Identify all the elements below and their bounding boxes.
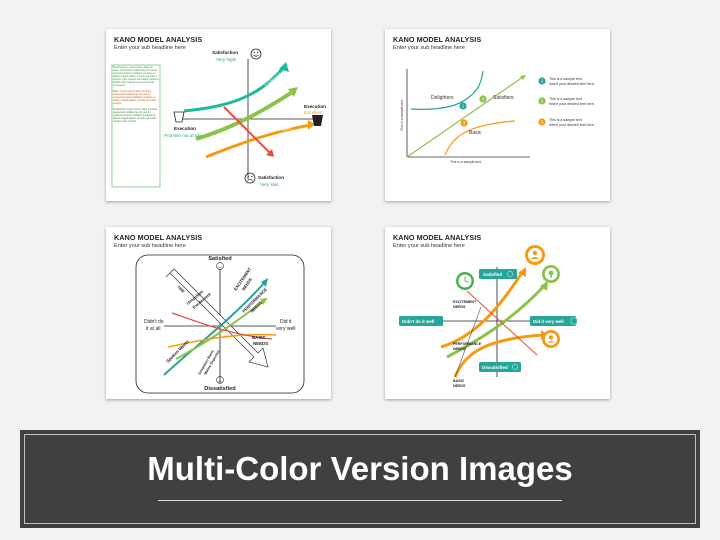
satisfaction-bottom-value: Very low! — [260, 182, 279, 187]
empty-glass-icon — [173, 111, 185, 123]
slide-subtitle: Enter your sub headline here — [114, 243, 186, 249]
sad-face-icon — [216, 376, 224, 384]
satisfaction-bottom-label: Satisfaction — [258, 175, 284, 180]
slide-title: KANO MODEL ANALYSIS — [393, 233, 482, 242]
side-text-basic: Basic: Lorem ipsum dolor sit amet, conse… — [113, 90, 157, 105]
idea-head-icon — [542, 265, 560, 283]
excitement-needs-label-2: NEEDS — [453, 305, 466, 309]
svg-text:Satisfied: Satisfied — [483, 272, 502, 277]
svg-text:Insert your desired text here.: Insert your desired text here. — [549, 82, 595, 86]
marker-3: 3 — [463, 121, 466, 126]
excitement-needs-label: EXCITEMENT — [453, 300, 477, 304]
execution-right-value: Excellent — [304, 110, 323, 115]
slide-title: KANO MODEL ANALYSIS — [393, 35, 482, 44]
svg-text:2: 2 — [541, 99, 544, 104]
marker-1: 1 — [462, 104, 465, 109]
x-axis-label: This is a sample text. — [450, 160, 482, 164]
basic-label: Basic — [469, 130, 482, 136]
didnt-do-label: Didn't do — [144, 319, 164, 325]
kano-diagram-4: Satisfied Dissatisfied Didn't do it well… — [399, 245, 578, 388]
svg-text:1: 1 — [541, 79, 544, 84]
banner-frame — [24, 434, 696, 524]
basic-needs-label: BASIC — [453, 379, 465, 383]
marker-2: 2 — [482, 97, 485, 102]
sad-face-icon — [244, 172, 256, 184]
arrow-label-basic: Basic — [281, 125, 292, 132]
svg-text:This is a sample text.: This is a sample text. — [549, 118, 583, 122]
slide-title: KANO MODEL ANALYSIS — [114, 233, 203, 242]
dissatisfied-badge: Dissatisfied — [479, 362, 521, 372]
time-label: TIME — [176, 285, 185, 294]
user-settings-icon — [542, 330, 560, 348]
slide-thumbnail-4[interactable]: KANO MODEL ANALYSIS Enter your sub headl… — [385, 227, 610, 399]
didnt-do-badge: Didn't do it well — [399, 316, 443, 326]
kano-diagram-3: Satisfied Dissatisfied Didn't do it at a… — [135, 254, 305, 394]
legend-item-1: 1 This is a sample text. Insert your des… — [538, 77, 595, 86]
happy-face-icon — [250, 48, 262, 60]
dissatisfied-label: Dissatisfied — [204, 386, 236, 392]
performance-needs-label: PERFORMANCE — [453, 342, 482, 346]
arrow-label-excitement: Excitement — [263, 71, 282, 88]
slide-subtitle: Enter your sub headline here — [393, 243, 465, 249]
full-glass-icon — [312, 115, 323, 126]
execution-right-label: Execution — [304, 104, 326, 109]
satisfaction-top-value: Very high! — [216, 57, 236, 62]
slide-title: KANO MODEL ANALYSIS — [114, 35, 203, 44]
satisfied-badge: Satisfied — [479, 269, 517, 279]
didnt-do-label-2: it at all — [146, 326, 160, 332]
legend-item-3: 3 This is a sample text. Insert your des… — [538, 118, 595, 127]
basic-needs-label-2: NEEDS — [453, 384, 466, 388]
kano-chart-2: 1 2 3 Delighters Satisfiers Basic This i… — [400, 69, 595, 164]
y-axis-label: This is a sample text. — [400, 99, 404, 131]
slide-thumbnail-1[interactable]: KANO MODEL ANALYSIS Enter your sub headl… — [106, 29, 331, 201]
basic-needs-label: BASIC — [252, 335, 266, 340]
satisfied-label: Satisfied — [208, 256, 232, 262]
clock-icon — [456, 272, 474, 290]
legend-item-2: 2 This is a sample text. Insert your des… — [538, 97, 595, 106]
spoken-wants-label: Spoken Wants — [165, 339, 190, 364]
svg-text:Dissatisfied: Dissatisfied — [482, 365, 508, 370]
did-it-label: Did it — [280, 319, 292, 325]
user-heart-icon — [525, 245, 545, 265]
svg-text:Insert your desired text here.: Insert your desired text here. — [549, 102, 595, 106]
delighters-label: Delighters — [431, 95, 454, 101]
slide-thumbnail-3[interactable]: KANO MODEL ANALYSIS Enter your sub headl… — [106, 227, 331, 399]
svg-text:Did it very well: Did it very well — [533, 319, 564, 324]
banner-divider — [158, 500, 562, 501]
slide-subtitle: Enter your sub headline here — [393, 45, 465, 51]
svg-text:Didn't do it well: Didn't do it well — [402, 319, 434, 324]
happy-face-icon — [216, 262, 224, 270]
did-it-badge: Did it very well — [530, 316, 578, 326]
banner-title: Multi-Color Version Images — [147, 450, 573, 487]
basic-needs-label-2: NEEDS — [253, 341, 268, 346]
execution-left-value: Promise not at all! — [164, 133, 201, 138]
satisfiers-label: Satisfiers — [493, 95, 514, 101]
execution-left-label: Execution — [174, 126, 196, 131]
kano-diagram-1: Performance: Lorem ipsum dolor sit amet,… — [111, 48, 326, 188]
slide-thumbnail-2[interactable]: KANO MODEL ANALYSIS Enter your sub headl… — [385, 29, 610, 201]
title-banner: Multi-Color Version Images — [20, 430, 700, 528]
svg-text:Insert your desired text here.: Insert your desired text here. — [549, 123, 595, 127]
svg-text:3: 3 — [541, 120, 544, 125]
svg-text:This is a sample text.: This is a sample text. — [549, 97, 583, 101]
slide-subtitle: Enter your sub headline here — [114, 45, 186, 51]
side-text-performance: Performance: Lorem ipsum dolor sit amet,… — [113, 66, 159, 87]
side-text-excitement: Excitement: Lorem ipsum dolor sit amet, … — [113, 108, 158, 123]
svg-text:This is a sample text.: This is a sample text. — [549, 77, 583, 81]
performance-needs-label-2: NEEDS — [453, 347, 466, 351]
satisfaction-top-label: Satisfaction — [212, 50, 238, 55]
did-it-label-2: very well — [276, 326, 295, 332]
